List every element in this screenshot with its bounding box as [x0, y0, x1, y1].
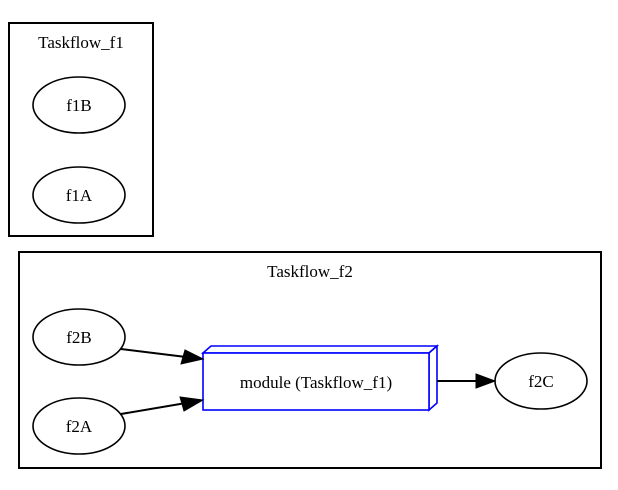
node-f1B-shape	[32, 76, 126, 134]
edge-f2A-module[interactable]	[120, 396, 205, 415]
node-f1A-shape	[32, 166, 126, 224]
node-f2A-shape	[32, 397, 126, 455]
edge-f2B-module-arrowhead	[180, 349, 205, 365]
node-module-right-face	[428, 344, 438, 412]
edge-f2B-module-line	[120, 348, 187, 358]
node-f1B-label: f1B	[66, 96, 92, 115]
edge-f2B-module[interactable]	[120, 348, 205, 365]
node-f2B[interactable]: f2B	[32, 308, 126, 366]
edge-f2A-module-line	[120, 402, 187, 415]
node-f1B[interactable]: f1B	[32, 76, 126, 134]
node-f2A-label: f2A	[66, 417, 93, 436]
cluster-taskflow-f1[interactable]: Taskflow_f1 f1B f1A	[8, 22, 154, 237]
edge-module-f2C[interactable]	[437, 373, 497, 389]
cluster-taskflow-f2-label: Taskflow_f2	[267, 262, 353, 281]
cluster-taskflow-f2-border	[18, 251, 602, 469]
node-f1A-label: f1A	[66, 186, 93, 205]
node-f1A[interactable]: f1A	[32, 166, 126, 224]
node-module-top-face	[200, 345, 440, 354]
node-module[interactable]: module (Taskflow_f1)	[200, 344, 440, 412]
node-f2B-shape	[32, 308, 126, 366]
edge-module-f2C-arrowhead	[475, 373, 497, 389]
node-module-label: module (Taskflow_f1)	[240, 373, 392, 392]
node-f2C[interactable]: f2C	[494, 352, 588, 410]
node-module-front-face	[202, 352, 430, 411]
cluster-taskflow-f1-border	[8, 22, 154, 237]
cluster-taskflow-f2[interactable]: Taskflow_f2 f2B f2A module (Taskflow_f1)	[18, 251, 602, 469]
cluster-taskflow-f1-label: Taskflow_f1	[38, 33, 124, 52]
node-f2B-label: f2B	[66, 328, 92, 347]
node-f2C-label: f2C	[528, 372, 554, 391]
node-f2A[interactable]: f2A	[32, 397, 126, 455]
edge-f2A-module-arrowhead	[179, 396, 205, 412]
